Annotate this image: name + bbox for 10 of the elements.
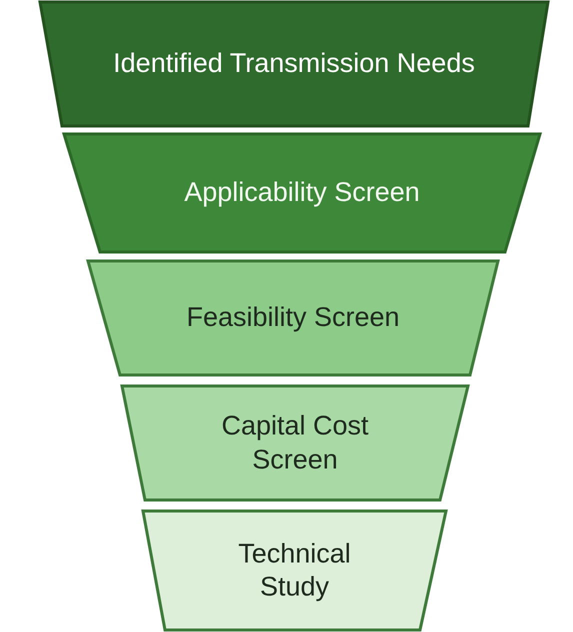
funnel-stage <box>122 386 468 500</box>
stage-label: Feasibility Screen <box>185 301 401 334</box>
funnel-stage <box>88 261 498 375</box>
stage-label: Technical Study <box>237 536 352 604</box>
stage-label: Identified Transmission Needs <box>112 47 476 80</box>
stage-label: Capital Cost Screen <box>220 409 370 476</box>
funnel-stage <box>143 511 446 630</box>
funnel-stage <box>40 2 548 126</box>
funnel-stage <box>64 134 540 252</box>
stage-label: Applicability Screen <box>183 176 421 210</box>
